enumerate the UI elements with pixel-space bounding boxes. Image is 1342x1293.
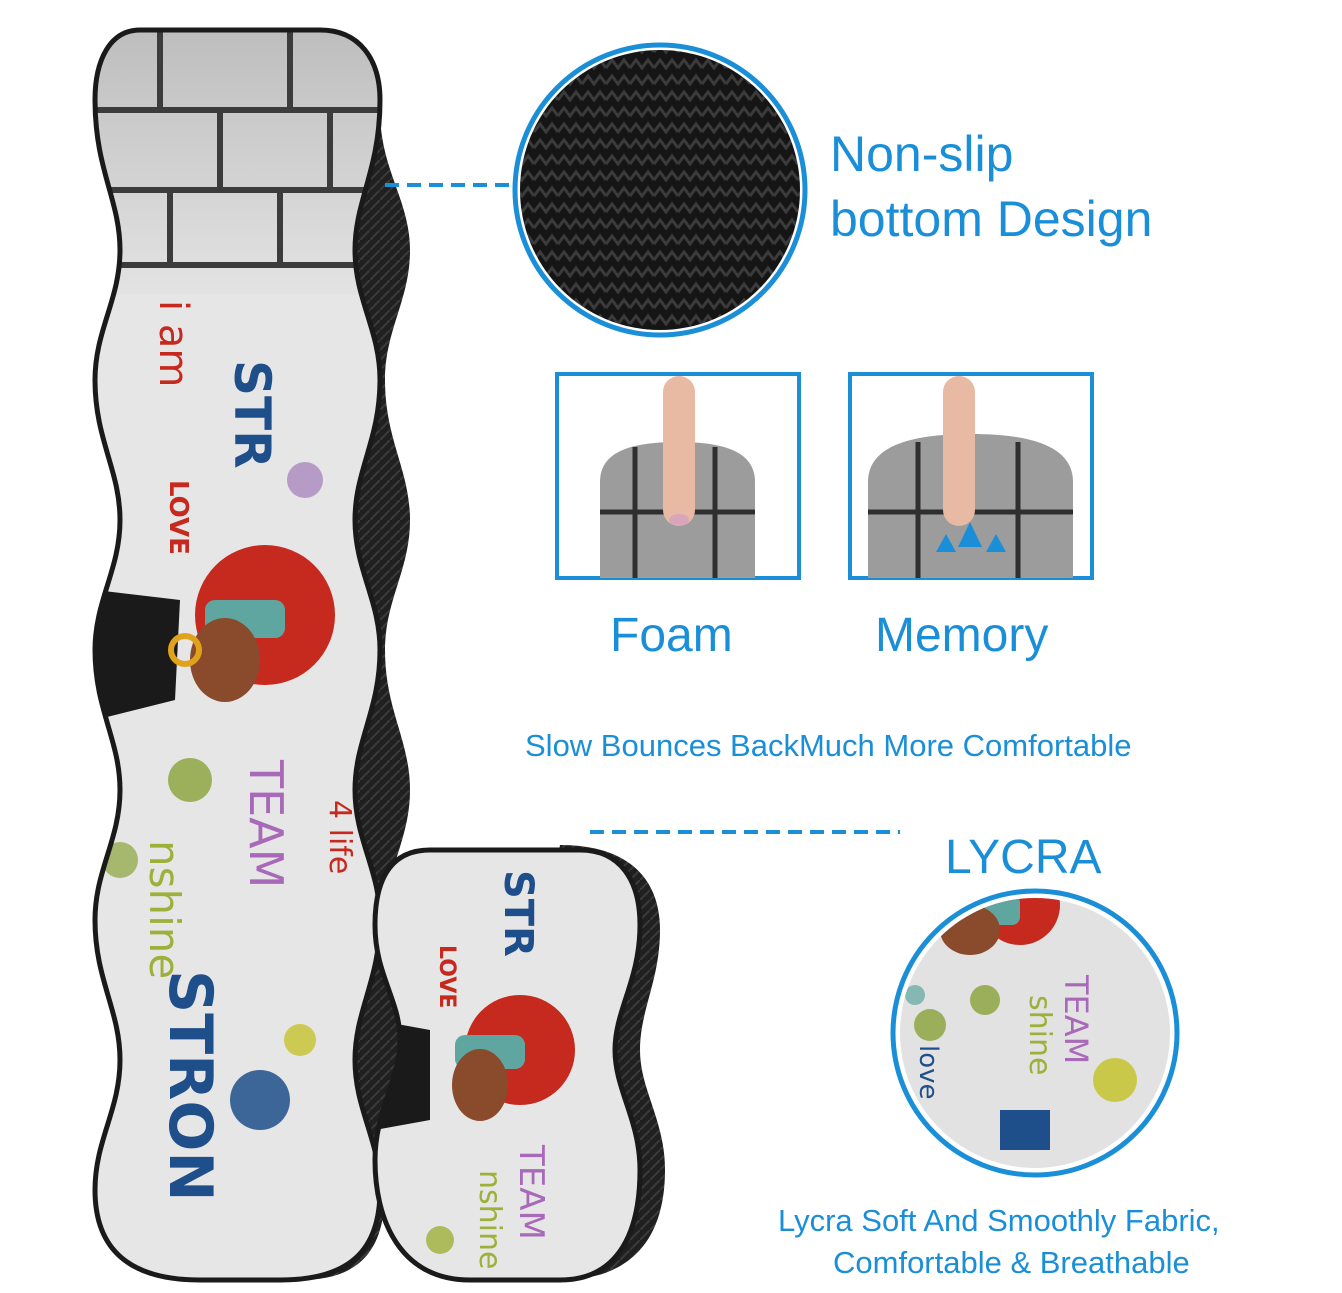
lycra-caption-line1: Lycra Soft And Smoothly Fabric,: [778, 1203, 1220, 1238]
small-pad: STR LOVE TEAM nshine: [375, 850, 640, 1280]
foam-demo-before: [555, 372, 801, 580]
graffiti-team: TEAM: [239, 759, 293, 888]
rebound-arrows-icon: [936, 522, 1006, 552]
lycra-title: LYCRA: [945, 831, 1102, 884]
graffiti-shine: nshine: [140, 840, 189, 979]
nonslip-dashed-line: [385, 183, 515, 187]
product-photo: STR i am LOVE TEAM nshine STRON 4 life S…: [92, 27, 665, 1283]
lycra-caption-line2: Comfortable & Breathable: [833, 1245, 1190, 1280]
small-graffiti-love: LOVE: [434, 945, 459, 1008]
lycra-dashed-line: [590, 830, 900, 834]
lycra-graffiti-team: TEAM: [1057, 974, 1095, 1064]
nonslip-title-line1: Non-slip: [830, 126, 1014, 182]
nonslip-title-line2: bottom Design: [830, 191, 1153, 247]
memory-label: Memory: [875, 609, 1049, 662]
nonslip-zoom-circle: [512, 42, 808, 338]
finger: [943, 376, 975, 526]
lycra-graffiti-love: love: [913, 1045, 943, 1100]
small-graffiti-str: STR: [495, 870, 541, 957]
long-pad: STR i am LOVE TEAM nshine STRON 4 life: [95, 30, 380, 1280]
graffiti-str: STR: [223, 360, 281, 469]
foam-label: Foam: [610, 609, 733, 662]
long-pad-rim: [92, 27, 383, 1283]
memory-foam-caption: Slow Bounces BackMuch More Comfortable: [525, 728, 1132, 763]
foam-demo-after: [848, 372, 1094, 580]
small-graffiti-team: TEAM: [511, 1144, 551, 1240]
graffiti-strong: STRON: [155, 970, 225, 1202]
small-pad-rim: [372, 847, 643, 1283]
lycra-graffiti-shine: shine: [1022, 995, 1057, 1075]
graffiti-i-am: i am: [150, 300, 196, 387]
graffiti-love: LOVE: [163, 480, 193, 555]
graffiti-life: 4 life: [322, 800, 357, 874]
small-graffiti-shine: nshine: [472, 1170, 507, 1269]
finger: [663, 376, 695, 526]
lycra-zoom-circle: TEAM shine love: [890, 888, 1180, 1178]
